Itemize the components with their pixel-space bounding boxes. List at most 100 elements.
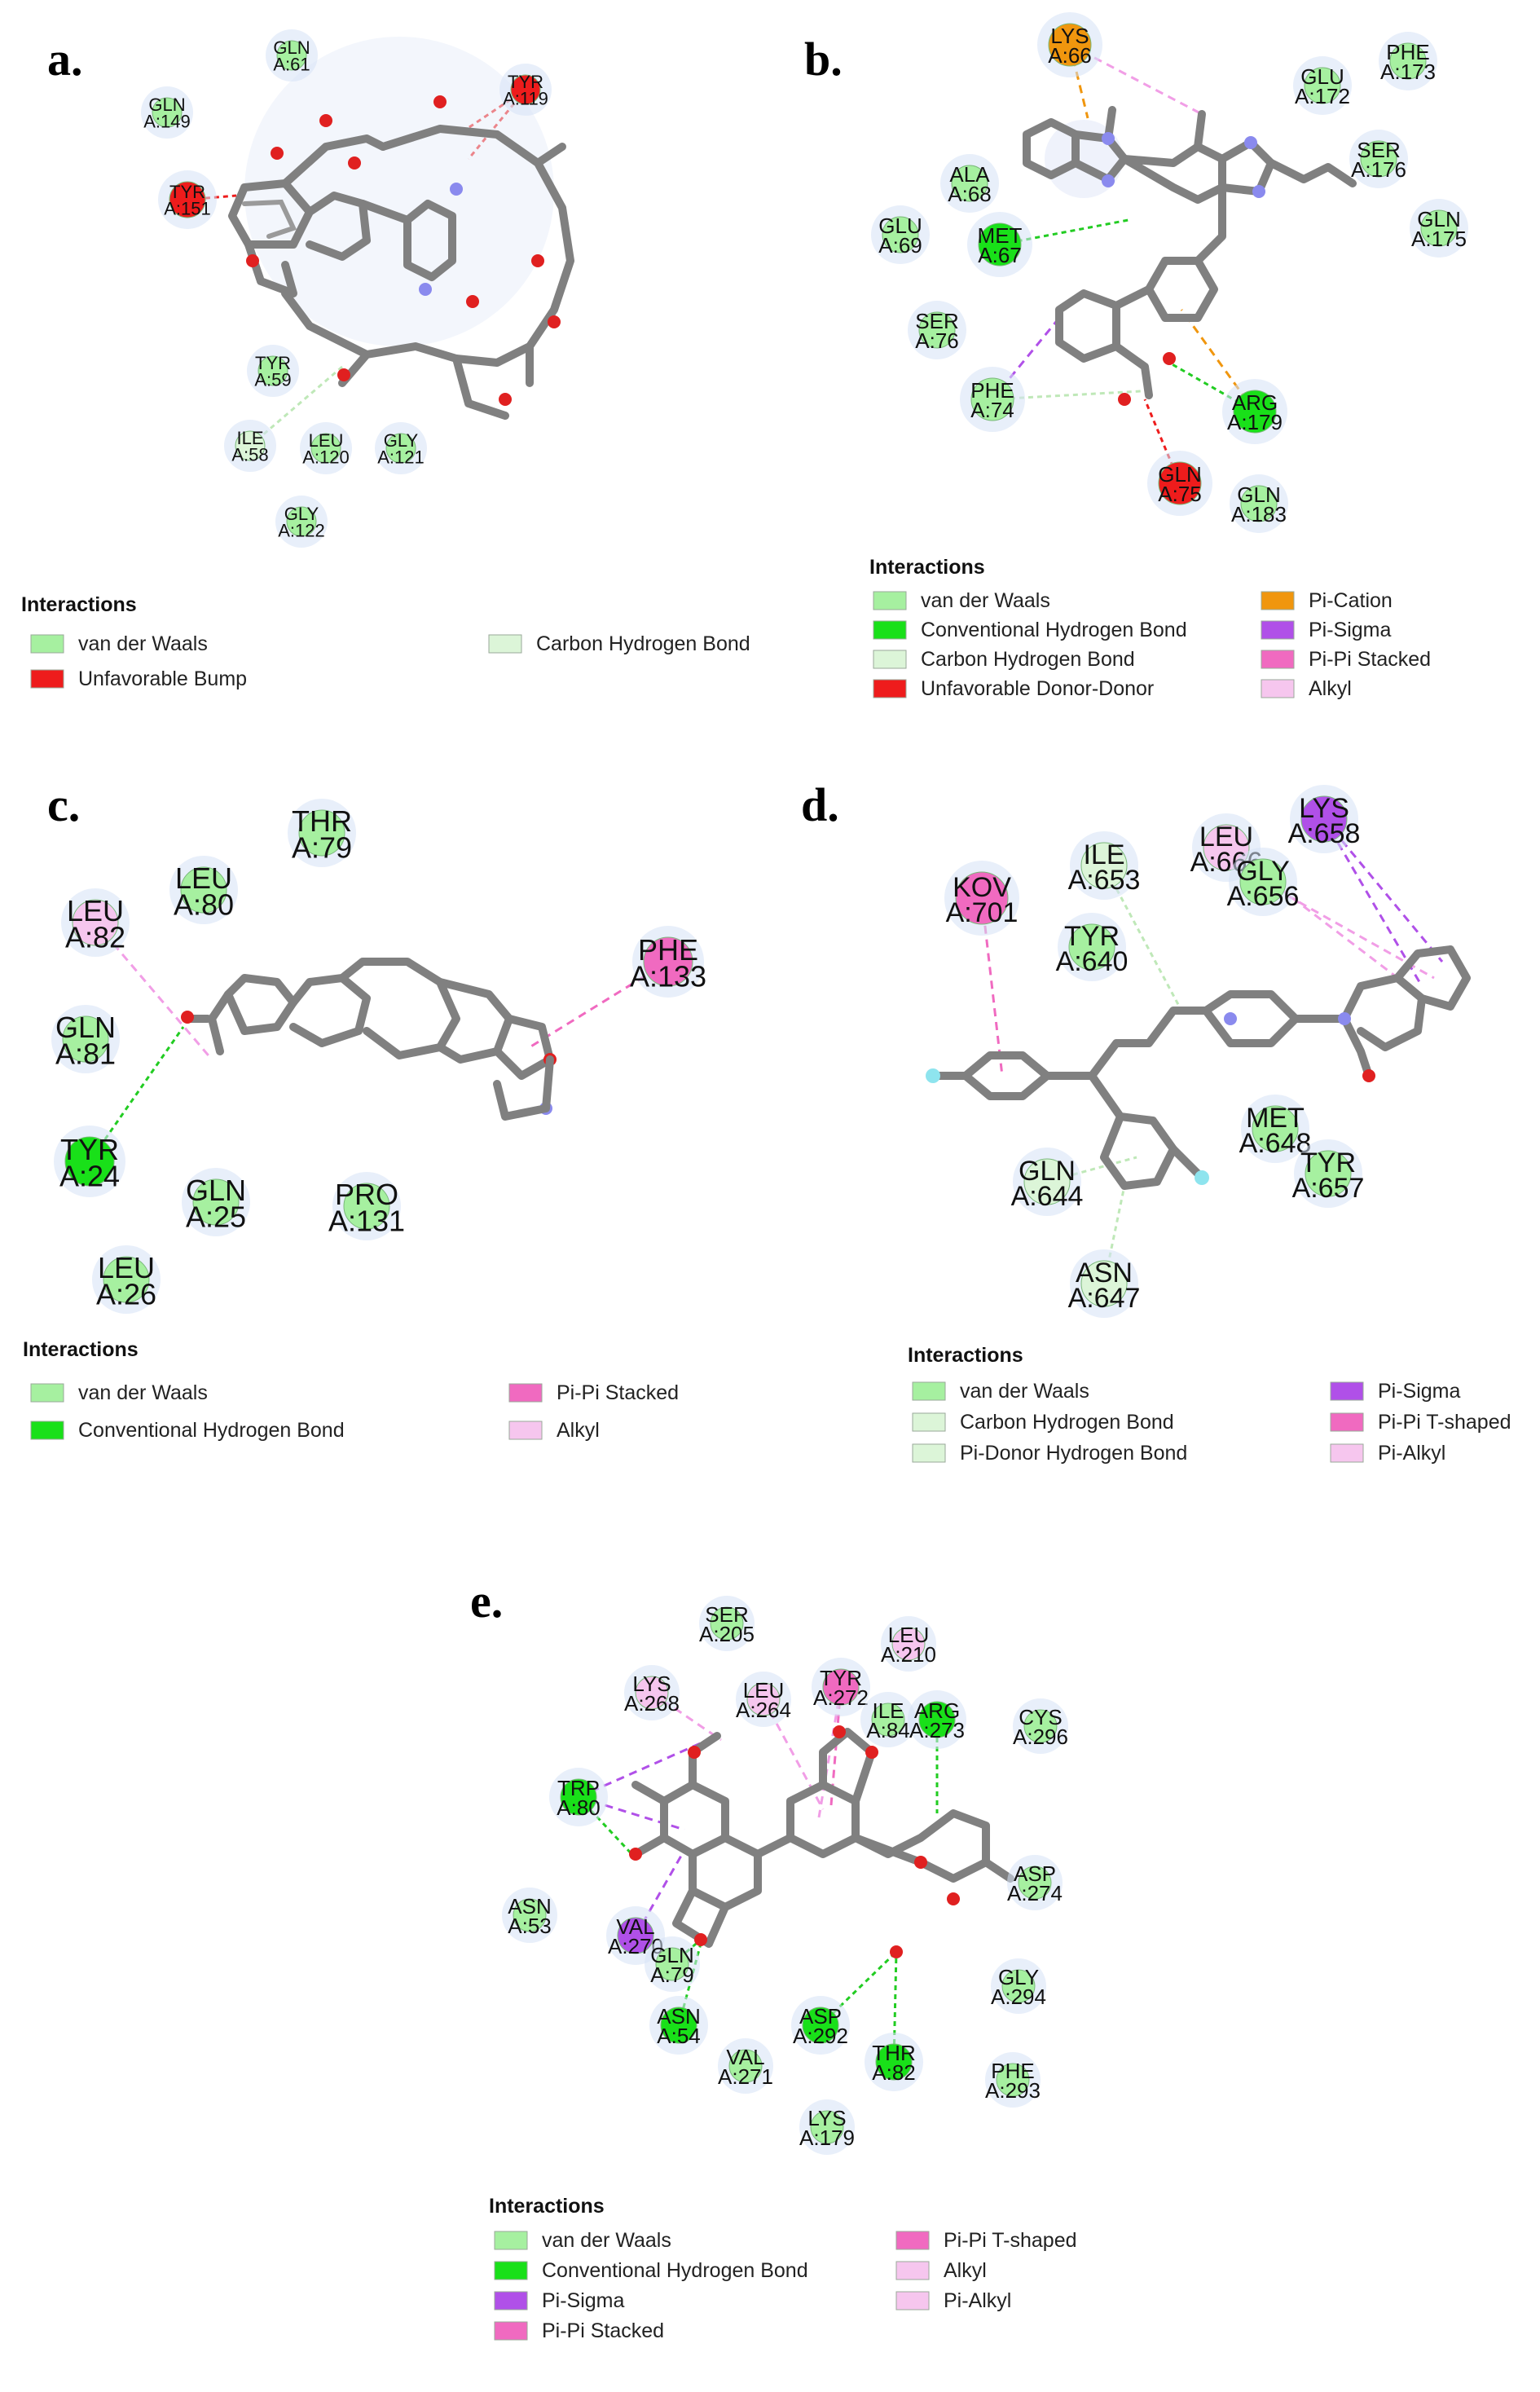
residue-name: TYR [60, 1133, 119, 1166]
residue-number: A:25 [186, 1200, 246, 1234]
residue-number: A:82 [65, 921, 125, 954]
ligand-a-structure [228, 37, 574, 420]
residue-name: GLN [55, 1011, 116, 1044]
legend-swatch-a-1 [30, 669, 64, 689]
residue-name: ALA [949, 162, 990, 187]
residue-name: ASN [657, 2004, 700, 2029]
residue-name: ASP [799, 2004, 842, 2029]
residue-name: ARG [914, 1698, 960, 1723]
residue-number: A:131 [328, 1205, 405, 1238]
panel-letter-d: d. [801, 778, 839, 831]
interaction-line-b-4 [992, 390, 1142, 401]
residue-name: MET [1246, 1103, 1305, 1134]
residue-name: ARG [1232, 390, 1278, 415]
legend-label-a-2: Carbon Hydrogen Bond [536, 632, 750, 655]
residue-number: A:133 [630, 960, 706, 993]
residue-name: PHE [1386, 40, 1429, 64]
residue-name: ASN [1076, 1258, 1133, 1289]
residue-name: PHE [970, 378, 1014, 403]
residue-name: GLN [186, 1174, 246, 1207]
residue-name: PHE [991, 2059, 1034, 2083]
residue-name: ILE [1083, 839, 1124, 870]
legend-label-e-1: Conventional Hydrogen Bond [542, 2259, 808, 2282]
legend-label-b-0: van der Waals [921, 589, 1050, 612]
residue-name: TYR [169, 182, 205, 202]
residue-number: A:80 [174, 888, 234, 922]
residue-name: LEU [888, 1623, 930, 1647]
residue-number: A:74 [970, 398, 1014, 422]
legend-label-c-1: Conventional Hydrogen Bond [78, 1419, 345, 1442]
residue-name: SER [1357, 138, 1400, 162]
ligand-e-structure [629, 1725, 1014, 1958]
legend-label-a-1: Unfavorable Bump [78, 667, 247, 690]
legend-swatch-a-2 [488, 634, 522, 654]
residue-name: SER [915, 309, 958, 333]
legend-swatch-b-4 [1261, 591, 1295, 610]
residue-number: A:264 [736, 1698, 791, 1722]
residue-number: A:84 [866, 1718, 910, 1742]
residue-number: A:80 [557, 1795, 601, 1820]
residue-name: LYS [1050, 24, 1089, 48]
residue-name: CYS [1019, 1705, 1062, 1729]
residue-number: A:172 [1295, 84, 1350, 108]
residue-number: A:268 [624, 1691, 680, 1716]
residue-name: GLN [1019, 1156, 1076, 1187]
residue-number: A:175 [1411, 227, 1467, 251]
residue-name: ILE [236, 428, 263, 448]
residue-name: TYR [255, 353, 291, 373]
residue-name: LYS [632, 1672, 671, 1696]
residue-number: A:274 [1007, 1881, 1063, 1905]
legend-swatch-d-4 [1330, 1412, 1364, 1432]
legend-label-b-4: Pi-Cation [1309, 589, 1393, 612]
residue-number: A:58 [231, 445, 268, 465]
legend-swatch-b-2 [873, 650, 907, 669]
interaction-line-b-7 [1143, 399, 1181, 484]
legend-swatch-c-2 [508, 1383, 543, 1403]
legend-title-c: Interactions [23, 1338, 139, 1361]
panel-letter-b: b. [804, 33, 843, 86]
legend-label-b-7: Alkyl [1309, 677, 1352, 700]
residue-number: A:293 [985, 2078, 1041, 2103]
legend-label-c-0: van der Waals [78, 1381, 208, 1404]
residue-number: A:53 [508, 1914, 552, 1938]
residue-name: GLN [273, 37, 310, 58]
residue-number: A:292 [793, 2024, 848, 2048]
residue-number: A:151 [164, 199, 211, 219]
legend-swatch-b-0 [873, 591, 907, 610]
residue-name: SER [705, 1602, 748, 1627]
legend-label-d-5: Pi-Alkyl [1378, 1442, 1445, 1465]
panel-letter-c: c. [47, 778, 80, 831]
legend-swatch-d-0 [912, 1381, 946, 1401]
residue-name: GLY [1236, 856, 1290, 887]
interaction-line-d-6 [1046, 1156, 1137, 1183]
ligand-d-structure [926, 945, 1471, 1190]
residue-name: GLU [878, 214, 922, 238]
legend-label-b-5: Pi-Sigma [1309, 619, 1392, 641]
residue-name: TRP [557, 1776, 600, 1800]
legend-label-e-2: Pi-Sigma [542, 2289, 625, 2312]
residue-number: A:648 [1239, 1128, 1312, 1159]
legend-swatch-c-1 [30, 1421, 64, 1440]
